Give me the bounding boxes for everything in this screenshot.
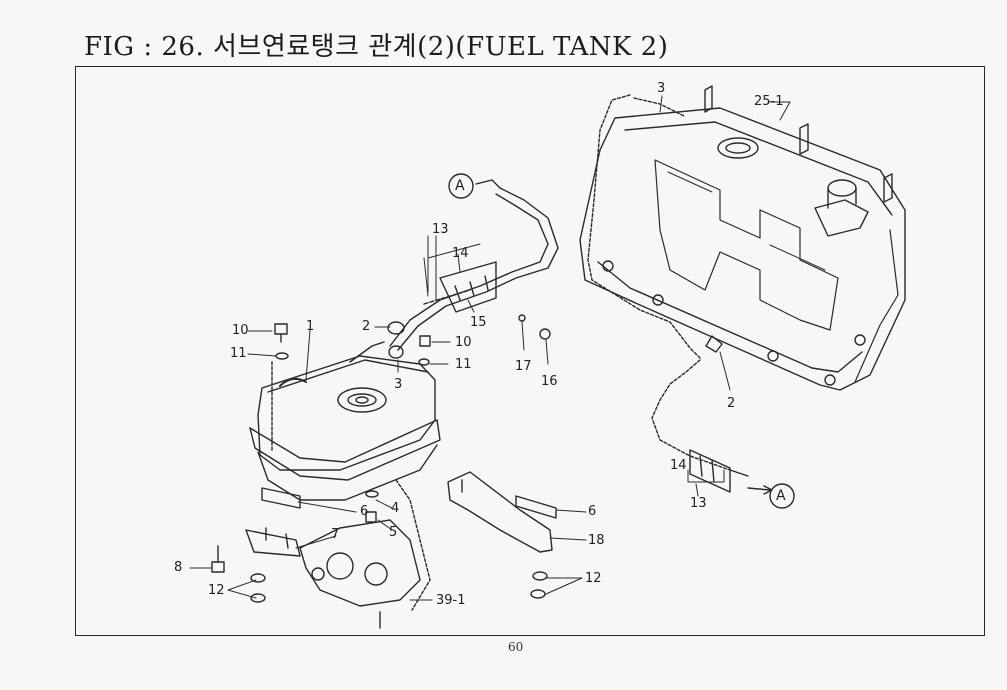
main-tank-hoses bbox=[587, 94, 731, 471]
callout-14-bottom: 14 bbox=[670, 458, 687, 473]
marker-a-top-circle bbox=[448, 173, 474, 199]
main-fuel-tank bbox=[579, 85, 906, 391]
connector-arrows bbox=[475, 179, 773, 495]
fasteners-left bbox=[211, 321, 548, 603]
engine-mount bbox=[299, 479, 431, 629]
callout-18: 18 bbox=[588, 533, 605, 548]
page-number: 60 bbox=[508, 640, 524, 654]
callout-3-top: 3 bbox=[657, 81, 666, 96]
callout-14-top: 14 bbox=[452, 246, 469, 261]
callout-6-right: 6 bbox=[588, 504, 597, 519]
callout-15: 15 bbox=[470, 315, 487, 330]
callout-10-left: 10 bbox=[232, 323, 249, 338]
callout-2-right: 2 bbox=[727, 396, 736, 411]
callout-4: 4 bbox=[391, 501, 400, 516]
callout-25-1: 25-1 bbox=[754, 94, 784, 109]
callout-12-left: 12 bbox=[208, 583, 225, 598]
callout-39-1: 39-1 bbox=[436, 593, 466, 608]
callout-10-right: 10 bbox=[455, 335, 472, 350]
sub-tank-hoses bbox=[389, 187, 559, 351]
sub-fuel-tank bbox=[249, 341, 441, 501]
callout-12-right: 12 bbox=[585, 571, 602, 586]
brackets bbox=[245, 471, 557, 557]
callout-1: 1 bbox=[306, 319, 315, 334]
callout-13-bottom: 13 bbox=[690, 496, 707, 511]
callout-13-top: 13 bbox=[432, 222, 449, 237]
callout-5: 5 bbox=[389, 525, 398, 540]
figure-title: FIG : 26. 서브연료탱크 관계(2)(FUEL TANK 2) bbox=[84, 32, 669, 62]
callout-16: 16 bbox=[541, 374, 558, 389]
callout-7: 7 bbox=[331, 527, 340, 542]
callout-11-left: 11 bbox=[230, 346, 247, 361]
leader-lines bbox=[189, 95, 791, 601]
hose-fittings-right bbox=[689, 335, 749, 493]
callout-2-left: 2 bbox=[362, 319, 371, 334]
callout-6-left: 6 bbox=[360, 504, 369, 519]
callout-11-right: 11 bbox=[455, 357, 472, 372]
callout-3-mid: 3 bbox=[394, 377, 403, 392]
callout-8: 8 bbox=[174, 560, 183, 575]
diagram-frame bbox=[75, 66, 985, 636]
marker-a-top: A bbox=[455, 178, 465, 194]
hose-fittings bbox=[423, 243, 551, 340]
marker-a-bottom-circle bbox=[769, 483, 795, 509]
callout-17: 17 bbox=[515, 359, 532, 374]
marker-a-bottom: A bbox=[776, 488, 786, 504]
